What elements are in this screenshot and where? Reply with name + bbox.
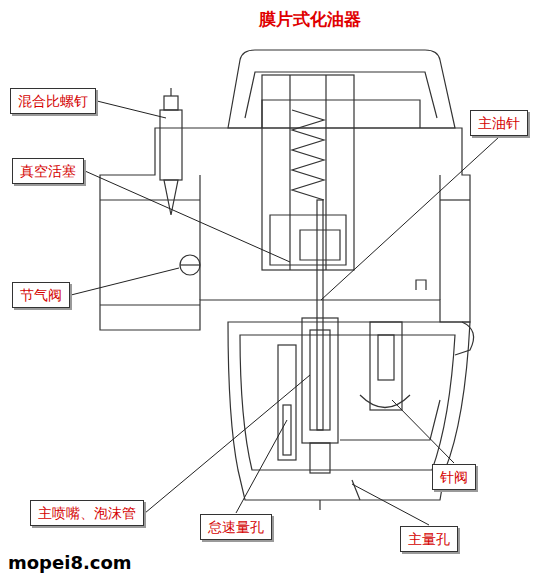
leader-line [236, 420, 287, 513]
main-needle [317, 200, 323, 430]
main-nozzle [302, 318, 338, 443]
leader-line [321, 137, 499, 300]
piston-spring [292, 110, 324, 200]
callout-box: 混合比螺钉 [10, 88, 96, 114]
idle-jet [278, 345, 296, 460]
part-name: 针阀 [440, 468, 468, 486]
part-name: 主喷嘴、泡沫管 [38, 504, 136, 522]
part-name: 混合比螺钉 [18, 92, 88, 110]
needle-valve [370, 322, 402, 410]
part-name: 主量孔 [408, 530, 450, 548]
part-name: 怠速量孔 [208, 518, 264, 536]
leader-line [352, 484, 429, 525]
part-name: 真空活塞 [20, 162, 76, 180]
leader-line [145, 375, 310, 513]
main-jet [310, 443, 330, 473]
mixture-screw [164, 96, 178, 110]
throttle-valve [180, 255, 200, 275]
callout-box: 真空活塞 [12, 158, 84, 184]
leader-line [71, 268, 179, 295]
callout-box: 节气阀 [12, 282, 70, 308]
callout-box: 主量孔 [400, 526, 458, 552]
callout-box: 主油针 [470, 110, 528, 136]
watermark: mopei8.com [8, 552, 132, 573]
callout-box: 主喷嘴、泡沫管 [30, 500, 144, 526]
leader-line [97, 101, 166, 118]
callout-box: 怠速量孔 [200, 514, 272, 540]
leader-line [392, 400, 454, 463]
diaphragm [245, 72, 437, 118]
diagram-title: 膜片式化油器 [259, 8, 361, 31]
part-name: 节气阀 [20, 286, 62, 304]
leader-line [85, 171, 290, 262]
callout-box: 针阀 [432, 464, 476, 490]
carburetor-body [100, 128, 470, 330]
part-name: 主油针 [478, 114, 520, 132]
vacuum-piston [262, 75, 354, 270]
